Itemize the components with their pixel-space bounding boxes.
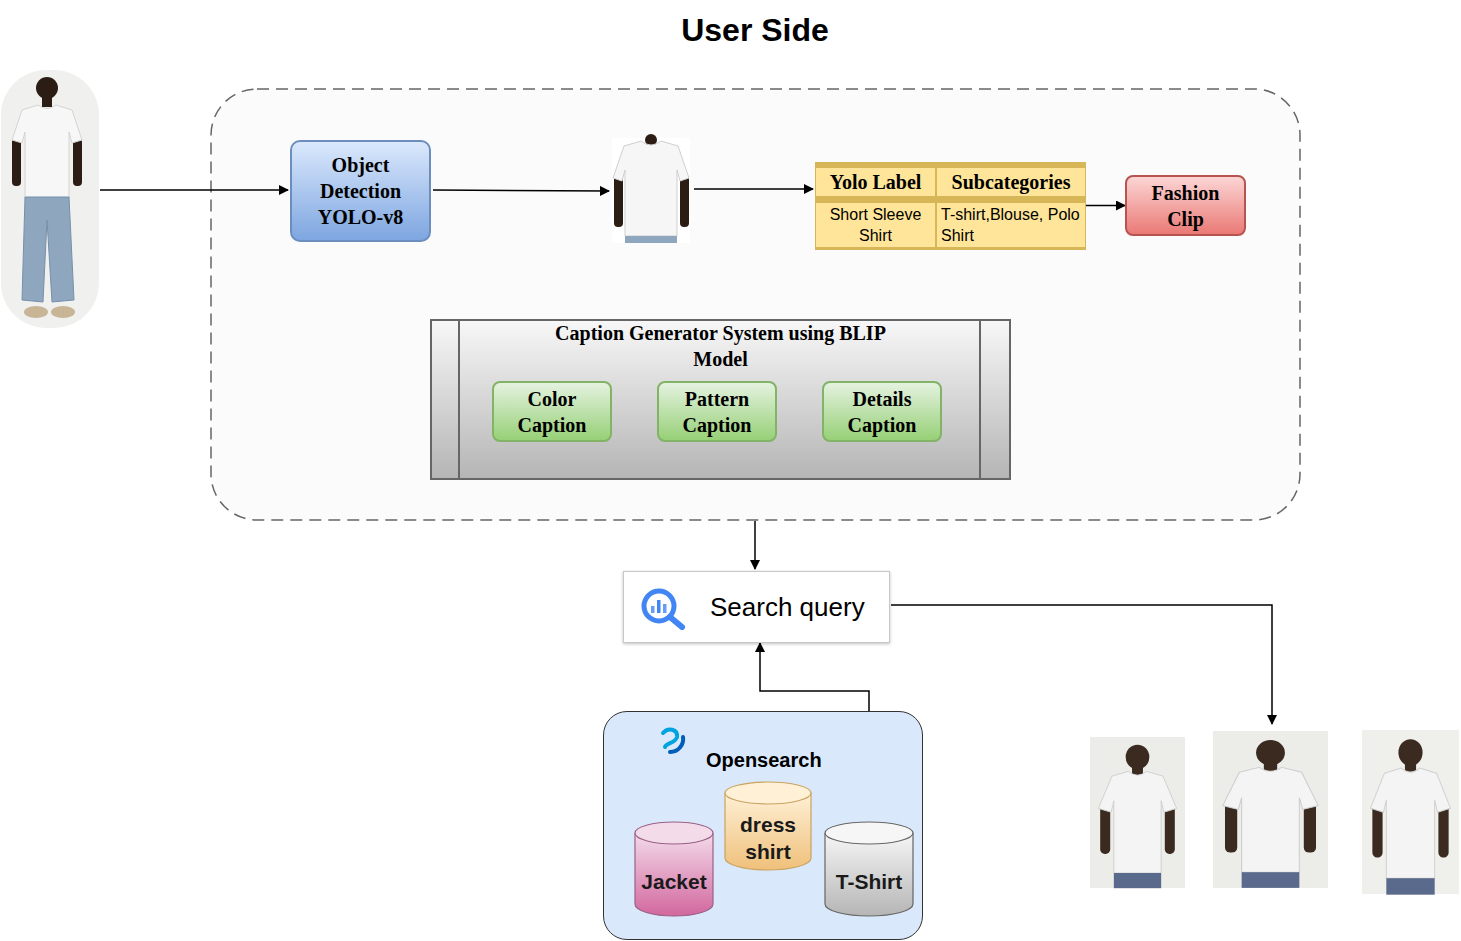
box-label: Object Detection YOLO-v8 — [300, 152, 421, 230]
diagram-title: User Side — [505, 8, 1005, 52]
cylinder-shape — [634, 821, 714, 917]
table-cell: Short Sleeve Shirt — [816, 203, 935, 247]
index-cylinder: T-Shirt — [824, 821, 914, 917]
search-icon — [637, 586, 691, 630]
model-box: Fashion Clip — [1125, 175, 1246, 236]
table-header: Yolo Label — [816, 168, 935, 196]
cropped-shirt-photo — [612, 134, 690, 243]
index-cylinder: dress shirt — [724, 781, 812, 871]
box-label: Pattern Caption — [667, 386, 767, 438]
input-photo — [1, 70, 99, 328]
flow-arrow — [433, 190, 609, 191]
cylinder-label: T-Shirt — [836, 868, 903, 895]
flow-arrow — [100, 189, 288, 191]
caption-box: Details Caption — [822, 381, 942, 442]
result-photo — [1362, 730, 1459, 895]
flow-arrow — [891, 605, 1272, 724]
caption-box: Pattern Caption — [657, 381, 777, 442]
cylinder-label: Jacket — [641, 868, 706, 895]
flow-arrow — [694, 188, 813, 190]
result-photo — [1213, 731, 1328, 888]
index-cylinder: Jacket — [634, 821, 714, 917]
process-box: Object Detection YOLO-v8 — [290, 140, 431, 242]
group-heading: Opensearch — [706, 747, 822, 773]
box-label: Color Caption — [502, 386, 602, 438]
search-label: Search query — [710, 591, 865, 623]
opensearch-logo — [656, 725, 690, 759]
label-table: Yolo LabelSubcategoriesShort Sleeve Shir… — [815, 162, 1086, 250]
caption-system: Caption Generator System using BLIP Mode… — [430, 319, 1011, 480]
cylinder-shape — [824, 821, 914, 917]
database-group: OpensearchJacket dress shirtT-Shirt — [603, 711, 923, 940]
result-photo — [1090, 737, 1185, 888]
table-cell: T-shirt,Blouse, Polo Shirt — [937, 203, 1085, 247]
table-header: Subcategories — [937, 168, 1085, 196]
group-heading: Caption Generator System using BLIP Mode… — [551, 320, 891, 372]
connector-arrow — [1086, 205, 1125, 207]
box-label: Details Caption — [832, 386, 932, 438]
box-label: Fashion Clip — [1135, 180, 1236, 232]
search-box: Search query — [623, 571, 890, 643]
caption-box: Color Caption — [492, 381, 612, 442]
region-outline — [211, 89, 1300, 520]
flow-arrow — [754, 521, 756, 569]
cylinder-label: dress shirt — [728, 811, 808, 865]
